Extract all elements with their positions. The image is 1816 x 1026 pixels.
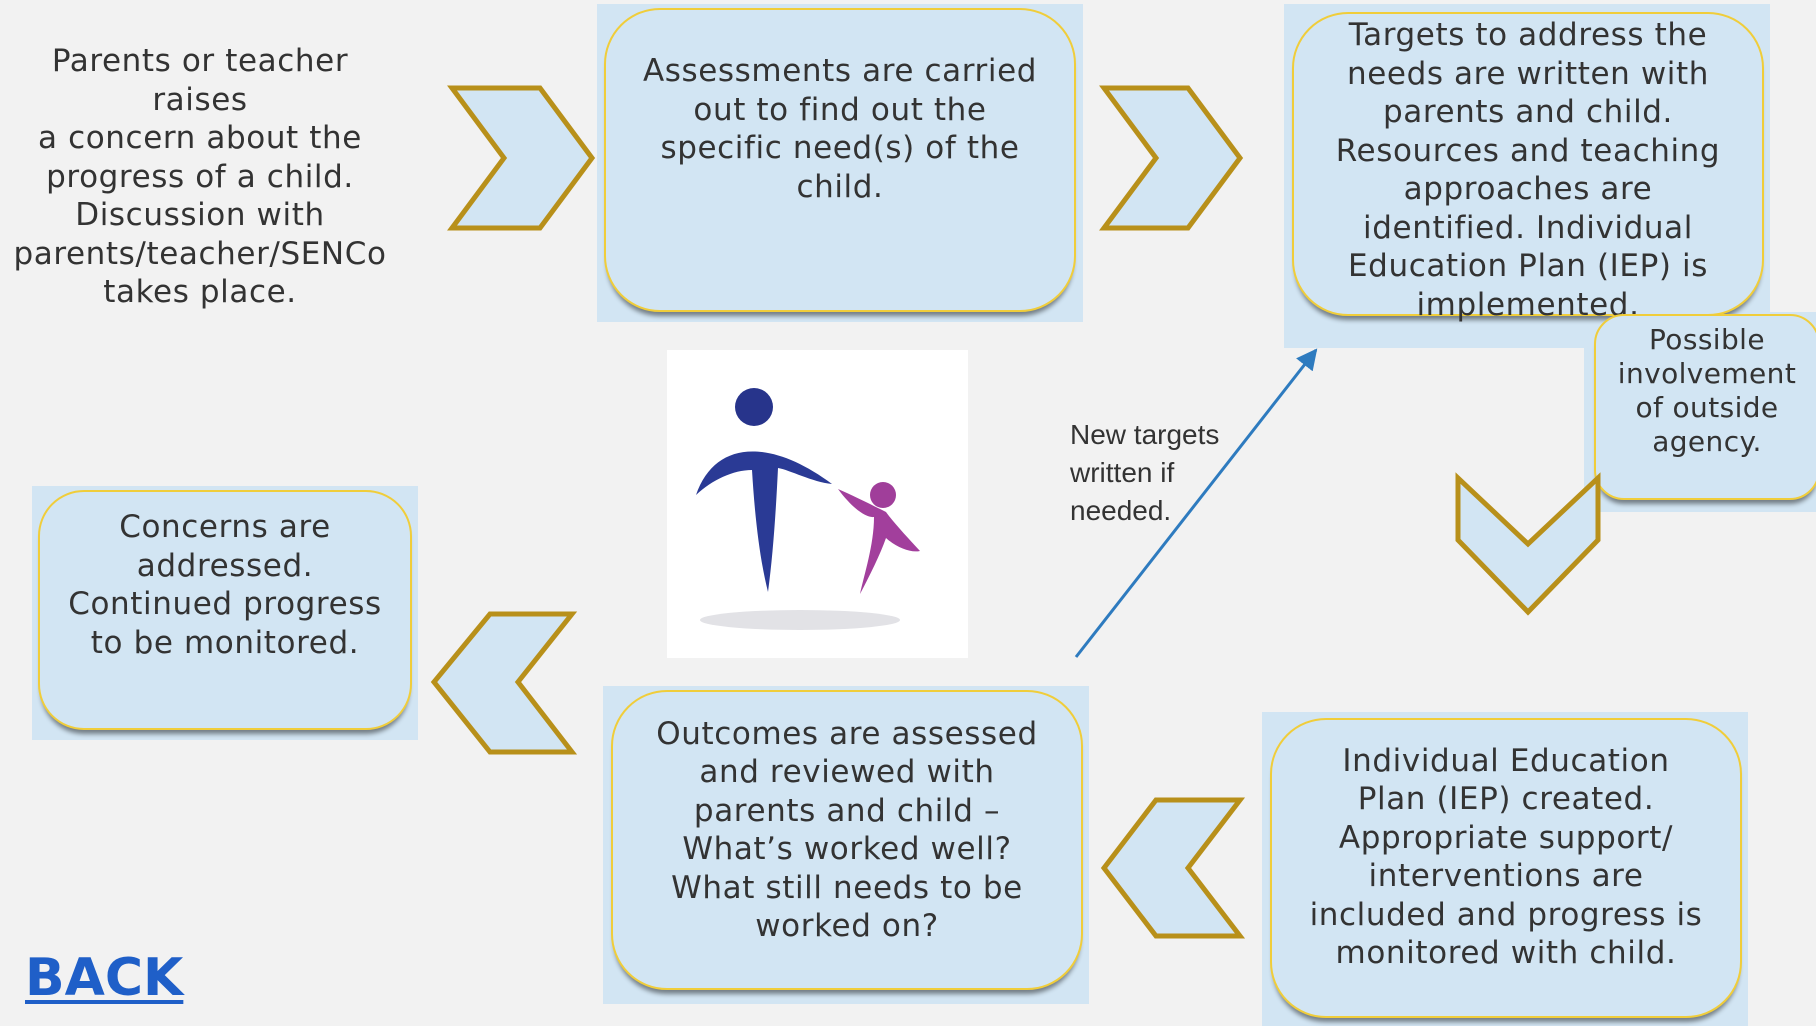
chevron-right-icon (447, 85, 596, 231)
outcomes-box: Outcomes are assessed and reviewed with … (611, 690, 1083, 990)
targets-step-box: Targets to address the needs are written… (1292, 12, 1764, 323)
chevron-left-icon (430, 611, 578, 755)
chevron-right-icon (1099, 85, 1244, 231)
assessment-step-box: Assessments are carried out to find out … (604, 8, 1076, 312)
parent-child-logo (696, 388, 920, 630)
outside-agency-box: Possible involvement of outside agency. (1594, 314, 1816, 500)
logo-frame (667, 350, 968, 658)
addressed-box: Concerns are addressed. Continued progre… (38, 490, 412, 730)
chevron-down-icon (1455, 472, 1601, 616)
new-targets-note: New targets written if needed. (1070, 419, 1220, 526)
iep-created-box: Individual Education Plan (IEP) created.… (1270, 718, 1742, 1018)
arrow-icon (1074, 348, 1318, 658)
concern-step-text: Parents or teacher raises a concern abou… (13, 43, 387, 310)
back-link[interactable]: BACK (25, 948, 184, 1008)
chevron-left-icon (1100, 797, 1246, 939)
